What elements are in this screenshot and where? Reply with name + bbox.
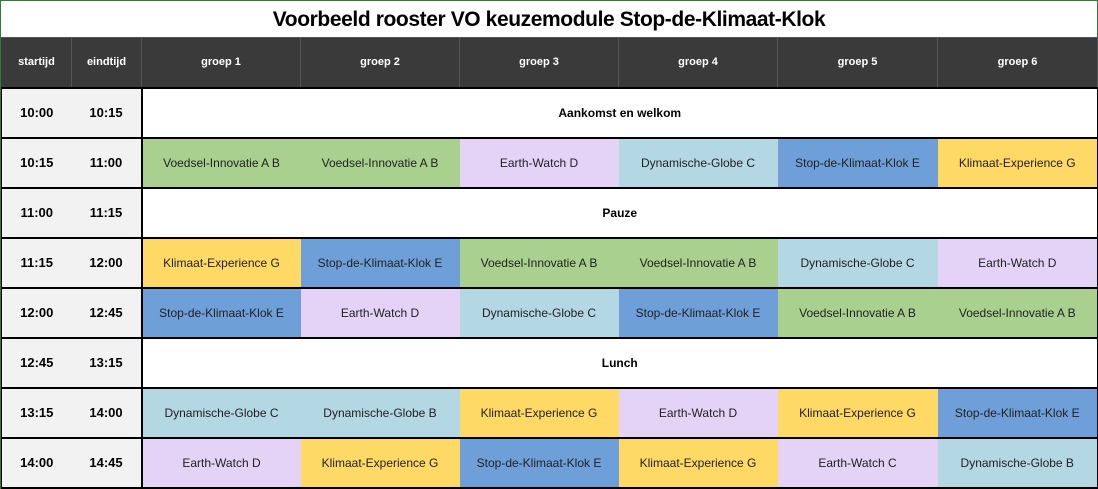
session-cell: Dynamische-Globe C xyxy=(777,236,938,289)
start-time-cell: 11:15 xyxy=(1,236,72,289)
page-title: Voorbeeld rooster VO keuzemodule Stop-de… xyxy=(272,8,826,31)
session-cell: Earth-Watch D xyxy=(459,136,619,189)
start-time-cell: 10:00 xyxy=(1,86,72,139)
end-time-cell: 11:15 xyxy=(71,186,142,239)
session-cell: Dynamische-Globe C xyxy=(618,136,778,189)
start-time-cell: 10:15 xyxy=(1,136,72,189)
header-row: startijd eindtijd groep 1 groep 2 groep … xyxy=(1,37,1098,88)
session-cell: Klimaat-Experience G xyxy=(777,386,938,439)
session-cell: Voedsel-Innovatie A B xyxy=(300,136,460,189)
session-cell: Voedsel-Innovatie A B xyxy=(937,286,1098,339)
end-time-cell: 14:45 xyxy=(71,436,142,489)
header-group-2: groep 2 xyxy=(300,37,460,88)
header-group-3: groep 3 xyxy=(459,37,619,88)
session-cell: Dynamische-Globe C xyxy=(140,386,301,439)
schedule-table: startijd eindtijd groep 1 groep 2 groep … xyxy=(1,37,1098,489)
start-time-cell: 12:45 xyxy=(1,336,72,389)
end-time-cell: 10:15 xyxy=(71,86,142,139)
start-time-cell: 12:00 xyxy=(1,286,72,339)
session-cell: Klimaat-Experience G xyxy=(618,436,778,489)
session-cell: Earth-Watch D xyxy=(937,236,1098,289)
session-cell: Voedsel-Innovatie A B xyxy=(618,236,778,289)
session-cell: Stop-de-Klimaat-Klok E xyxy=(777,136,938,189)
break-cell: Aankomst en welkom xyxy=(140,86,1098,139)
break-cell: Lunch xyxy=(140,336,1098,389)
session-cell: Klimaat-Experience G xyxy=(300,436,460,489)
session-cell: Stop-de-Klimaat-Klok E xyxy=(300,236,460,289)
header-group-4: groep 4 xyxy=(618,37,778,88)
end-time-cell: 11:00 xyxy=(71,136,142,189)
header-group-6: groep 6 xyxy=(937,37,1098,88)
header-group-1: groep 1 xyxy=(141,37,301,88)
session-cell: Klimaat-Experience G xyxy=(937,136,1098,189)
end-time-cell: 14:00 xyxy=(71,386,142,439)
start-time-cell: 13:15 xyxy=(1,386,72,439)
session-cell: Stop-de-Klimaat-Klok E xyxy=(618,286,778,339)
session-cell: Dynamische-Globe B xyxy=(937,436,1098,489)
session-cell: Voedsel-Innovatie A B xyxy=(459,236,619,289)
session-cell: Stop-de-Klimaat-Klok E xyxy=(937,386,1098,439)
start-time-cell: 11:00 xyxy=(1,186,72,239)
end-time-cell: 12:00 xyxy=(71,236,142,289)
session-cell: Stop-de-Klimaat-Klok E xyxy=(459,436,619,489)
break-cell: Pauze xyxy=(140,186,1098,239)
session-cell: Earth-Watch D xyxy=(140,436,301,489)
session-cell: Earth-Watch D xyxy=(300,286,460,339)
header-group-5: groep 5 xyxy=(777,37,938,88)
session-cell: Klimaat-Experience G xyxy=(140,236,301,289)
session-cell: Stop-de-Klimaat-Klok E xyxy=(140,286,301,339)
session-cell: Earth-Watch D xyxy=(618,386,778,439)
end-time-cell: 12:45 xyxy=(71,286,142,339)
session-cell: Dynamische-Globe B xyxy=(300,386,460,439)
end-time-cell: 13:15 xyxy=(71,336,142,389)
start-time-cell: 14:00 xyxy=(1,436,72,489)
header-start-time: startijd xyxy=(1,37,72,88)
session-cell: Earth-Watch C xyxy=(777,436,938,489)
session-cell: Klimaat-Experience G xyxy=(459,386,619,439)
session-cell: Voedsel-Innovatie A B xyxy=(777,286,938,339)
session-cell: Voedsel-Innovatie A B xyxy=(140,136,301,189)
session-cell: Dynamische-Globe C xyxy=(459,286,619,339)
header-end-time: eindtijd xyxy=(71,37,142,88)
